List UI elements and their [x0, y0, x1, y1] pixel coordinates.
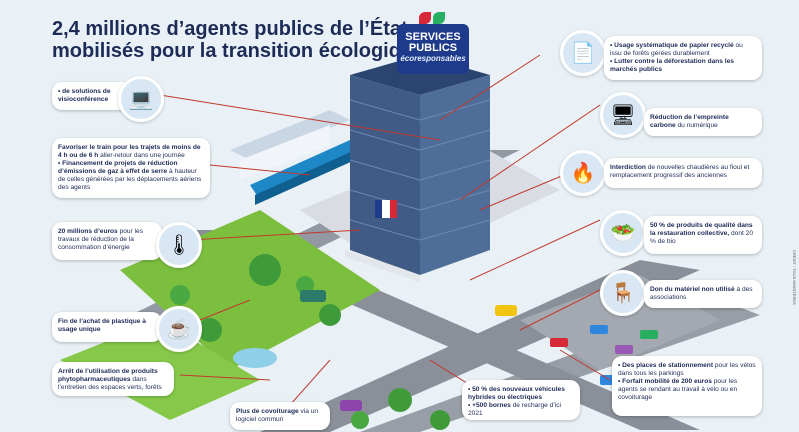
card-text-bold: 20 millions d’euros: [58, 228, 118, 235]
card-text-bold: Arrêt de l’utilisation de produits phyto…: [58, 368, 158, 383]
card-text-bold: Plus de covoiturage: [236, 408, 299, 415]
cup-icon: ☕: [156, 306, 202, 352]
card-text-bold: Interdiction: [610, 164, 646, 171]
train-station: [230, 110, 360, 205]
card-text: aller-retour dans une journée: [98, 152, 185, 159]
card-bike: • Des places de stationnement pour les v…: [612, 356, 762, 416]
card-text-bold: 50 % de produits de qualité dans la rest…: [650, 222, 753, 237]
card-text-bold: Fin de l’achat de plastique à usage uniq…: [58, 318, 146, 333]
card-text: de recharge d’ici 2021: [468, 402, 562, 417]
badge-line-2: PUBLICS: [408, 42, 458, 54]
card-donation: Don du matériel non utilisé à des associ…: [644, 280, 762, 308]
badge-line-3: écoresponsables: [400, 54, 466, 63]
card-text-bold: • Des places de stationnement: [618, 362, 714, 369]
card-train: Favoriser le train pour les trajets de m…: [52, 138, 210, 198]
credit-text: CRÉDIT : TOUS MINISTÈRES: [792, 250, 797, 305]
card-digital: Réduction de l’empreinte carbone du numé…: [644, 108, 762, 136]
card-text: pour les vélos dans tous les parkings: [618, 362, 756, 377]
card-text: à hauteur de celles générées par les dép…: [58, 168, 202, 191]
card-food: 50 % de produits de qualité dans la rest…: [644, 216, 762, 254]
card-text: du numérique: [675, 122, 718, 129]
boiler-icon: 🔥: [560, 150, 606, 196]
leaf-icon: [433, 12, 445, 24]
card-text-bold: Réduction de l’empreinte carbone: [650, 114, 729, 129]
connector-lines: [159, 54, 611, 406]
main-building: [345, 55, 491, 282]
badge-line-1: SERVICES: [405, 31, 461, 43]
card-text-bold: • Usage systématique de papier recyclé: [610, 42, 734, 49]
card-text-bold: • Forfait mobilité de 200 euros: [618, 378, 712, 385]
card-vehicles: • 50 % des nouveaux véhicules hybrides o…: [462, 380, 580, 420]
card-text-bold: • Financement de projets de réduction d’…: [58, 160, 178, 175]
card-text-bold: • +500 bornes: [468, 402, 511, 409]
card-boiler: Interdiction de nouvelles chaudières au …: [604, 158, 762, 188]
card-text: ou issu de forêts gérées durablement: [610, 42, 743, 57]
card-text-bold: • Lutter contre la déforestation dans le…: [610, 58, 734, 73]
card-phytopharma: Arrêt de l’utilisation de produits phyto…: [52, 362, 174, 396]
card-text-bold: Don du matériel non utilisé: [650, 286, 735, 293]
card-carpool: Plus de covoiturage via un logiciel comm…: [230, 402, 330, 430]
card-text-bold: • 50 % des nouveaux véhicules hybrides o…: [468, 386, 565, 401]
laptop-video-icon: 💻: [118, 76, 164, 122]
card-text: pour les travaux de réduction de la cons…: [58, 228, 144, 251]
card-text: dans l’entretien des espaces verts, forê…: [58, 376, 162, 391]
services-publics-badge: SERVICES PUBLICS écoresponsables: [397, 12, 469, 74]
card-paper: • Usage systématique de papier recyclé o…: [604, 36, 762, 80]
card-text: à des associations: [650, 286, 753, 301]
card-plastic: Fin de l’achat de plastique à usage uniq…: [52, 312, 162, 342]
paper-stack-icon: 📄: [560, 30, 606, 76]
chairs-icon: 🪑: [600, 270, 646, 316]
office-desk-icon: 🖥: [600, 92, 646, 138]
title-line-2: mobilisés pour la transition écologique: [52, 40, 425, 62]
radiator-icon: 🌡: [156, 222, 202, 268]
card-text: pour les agents se rendant au travail à …: [618, 378, 738, 401]
card-text: de nouvelles chaudières au fioul et remp…: [610, 164, 750, 179]
page-title: 2,4 millions d’agents publics de l’État …: [52, 18, 425, 62]
card-text: via un logiciel commun: [236, 408, 319, 423]
card-text: • de solutions de visioconférence: [58, 88, 111, 103]
title-line-1: 2,4 millions d’agents publics de l’État: [52, 18, 408, 40]
card-text: dont 20 % de bio: [650, 230, 754, 245]
card-text-bold: Favoriser le train pour les trajets de m…: [58, 144, 201, 159]
card-energy: 20 millions d’euros pour les travaux de …: [52, 222, 162, 260]
food-icon: 🥗: [600, 210, 646, 256]
leaf-icon: [419, 12, 431, 24]
